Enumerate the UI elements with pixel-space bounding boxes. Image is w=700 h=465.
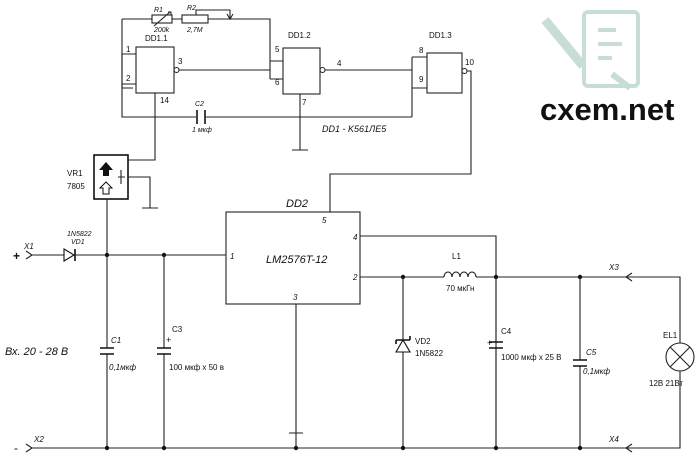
dd1-3-output-bubble	[461, 67, 468, 75]
r2-label: R2	[187, 5, 196, 12]
dd1-2-output-bubble	[319, 66, 326, 74]
vd2-diode	[395, 338, 411, 353]
dd2-pin-5-label: 5	[322, 216, 327, 225]
dd1-2-label: DD1.2	[288, 31, 311, 40]
c2-capacitor	[196, 110, 206, 124]
pin-1-label: 1	[126, 45, 131, 54]
c4-plus-sign: +	[487, 338, 492, 348]
vd2-label: VD2	[415, 337, 431, 346]
watermark-icon	[541, 10, 640, 91]
c1-capacitor	[100, 347, 114, 355]
dd2-pin-1-label: 1	[230, 252, 234, 261]
pin-14-label: 14	[160, 96, 169, 105]
l1-value: 70 мкГн	[446, 284, 474, 293]
c5-label: C5	[586, 348, 597, 357]
r1-resistor	[151, 14, 173, 24]
watermark-logo: cxem.net	[540, 10, 674, 127]
c1-value: 0,1мкф	[109, 363, 136, 372]
dd1-1-output-bubble	[173, 66, 180, 74]
c3-value: 100 мкф х 50 в	[169, 363, 224, 372]
c4-label: C4	[501, 327, 512, 336]
x3-label: X3	[608, 263, 619, 272]
l1-label: L1	[452, 252, 461, 261]
r2-value: 2,7M	[186, 27, 203, 34]
pin-6-label: 6	[275, 78, 280, 87]
c2-value: 1 мкф	[192, 127, 212, 134]
c3-plus-sign: +	[166, 335, 171, 345]
vd2-value: 1N5822	[415, 349, 444, 358]
c3-capacitor	[157, 347, 171, 355]
pin-3-label: 3	[178, 57, 183, 66]
dd1-1-gate	[135, 46, 175, 94]
dd1-note: DD1 - K561ЛЕ5	[322, 124, 387, 134]
c1-label: C1	[111, 336, 121, 345]
r1-label: R1	[154, 7, 163, 14]
pin-4-label: 4	[337, 59, 342, 68]
dd2-chip	[225, 211, 361, 305]
pin-2-label: 2	[126, 74, 131, 83]
dd2-pin-3-label: 3	[293, 293, 298, 302]
dd2-pin-2-label: 2	[352, 273, 358, 282]
dd1-1-label: DD1.1	[145, 34, 168, 43]
dd2-label: DD2	[286, 198, 308, 210]
el1-value: 12В 21Вт	[649, 379, 683, 388]
c5-value: 0,1мкф	[583, 367, 610, 376]
vr1-label: VR1	[67, 169, 83, 178]
pin-5-label: 5	[275, 45, 280, 54]
c2-label: C2	[195, 101, 204, 108]
x3-terminal	[625, 272, 633, 282]
r2-resistor	[181, 14, 209, 24]
c4-value: 1000 мкф х 25 В	[501, 353, 562, 362]
x1-label: X1	[23, 242, 34, 251]
l1-inductor	[443, 271, 477, 278]
dd2-pin-4-label: 4	[353, 233, 358, 242]
r1-value: 200k	[153, 27, 170, 34]
plus-input-sign: +	[13, 249, 20, 263]
x4-terminal	[625, 443, 633, 453]
input-voltage-label: Вх. 20 - 28 В	[5, 346, 68, 358]
vd1-diode	[63, 248, 76, 262]
vd1-label: VD1	[71, 239, 85, 246]
pin-8-label: 8	[419, 46, 424, 55]
x4-label: X4	[608, 435, 619, 444]
c5-capacitor	[573, 359, 587, 367]
pin-9-label: 9	[419, 75, 424, 84]
dd1-3-gate	[426, 52, 463, 94]
pin-10-label: 10	[465, 58, 474, 67]
pin-7-label: 7	[302, 98, 307, 107]
el1-label: EL1	[663, 331, 678, 340]
minus-input-sign: -	[14, 441, 18, 455]
dd1-2-gate	[282, 47, 321, 95]
x2-label: X2	[33, 435, 44, 444]
c4-capacitor	[489, 341, 503, 349]
x1-terminal	[25, 250, 33, 260]
dd1-3-label: DD1.3	[429, 31, 452, 40]
vr1-value: 7805	[67, 182, 85, 191]
el1-lamp	[665, 342, 695, 372]
dd2-part-label: LM2576T-12	[266, 254, 327, 266]
c3-label: C3	[172, 325, 183, 334]
x2-terminal	[25, 443, 33, 453]
vd1-value: 1N5822	[67, 231, 92, 238]
watermark-text: cxem.net	[540, 92, 674, 127]
